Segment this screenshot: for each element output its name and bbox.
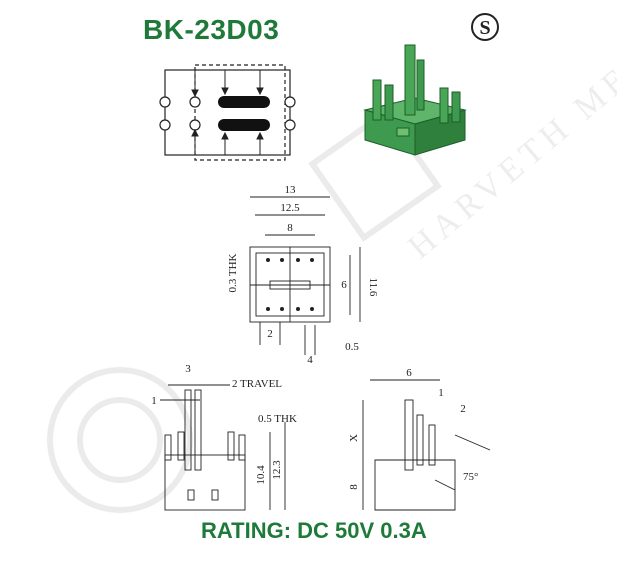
dim-thk: 0.5 THK bbox=[258, 413, 297, 425]
schematic-pin bbox=[159, 96, 171, 108]
dim-side-x: X bbox=[348, 434, 360, 442]
brand-logo-icon: S bbox=[471, 13, 499, 41]
schematic-pin bbox=[189, 96, 201, 108]
side-view-drawing: 6 1 2 X 8 75° bbox=[348, 367, 491, 511]
schematic-pin bbox=[284, 119, 296, 131]
dim-side-6: 6 bbox=[406, 367, 412, 379]
dim-width-12-5: 12.5 bbox=[280, 202, 300, 214]
front-view-drawing: 3 2 TRAVEL 1 0.5 THK 10.4 12.3 bbox=[151, 363, 297, 511]
dim-width-13: 13 bbox=[285, 185, 297, 196]
dim-side-1: 1 bbox=[438, 387, 444, 399]
schematic-contact-bar bbox=[218, 96, 270, 108]
schematic-pin bbox=[159, 119, 171, 131]
dim-pitch-2: 2 bbox=[267, 328, 273, 340]
product-title: BK-23D03 bbox=[143, 14, 280, 45]
dim-width-1: 1 bbox=[151, 395, 157, 407]
dim-offset-4: 4 bbox=[307, 354, 313, 365]
switch-schematic bbox=[159, 64, 296, 161]
dim-pitch-3: 3 bbox=[185, 363, 191, 375]
rating-text: RATING: DC 50V 0.3A bbox=[201, 518, 427, 543]
dim-side-8: 8 bbox=[348, 484, 360, 490]
dim-height-6: 6 bbox=[341, 279, 347, 291]
schematic-contact-bar bbox=[218, 119, 270, 131]
dim-side-angle: 75° bbox=[463, 471, 478, 483]
dim-thickness: 0.3 THK bbox=[227, 253, 239, 292]
dim-travel: 2 TRAVEL bbox=[232, 378, 282, 390]
dim-height-11-6: 11.6 bbox=[367, 278, 379, 297]
dim-height-10-4: 10.4 bbox=[255, 465, 267, 485]
dim-height-12-3: 12.3 bbox=[271, 460, 283, 480]
dim-gap-0-5: 0.5 bbox=[345, 341, 359, 353]
schematic-pin bbox=[189, 119, 201, 131]
dim-side-2: 2 bbox=[460, 403, 466, 415]
schematic-pin bbox=[284, 96, 296, 108]
dim-pin-span-8: 8 bbox=[287, 222, 293, 234]
switch-3d-render bbox=[363, 44, 467, 156]
top-view-drawing: 13 12.5 8 0.3 THK 6 11.6 2 0.5 4 bbox=[227, 185, 379, 365]
logo-letter: S bbox=[479, 17, 490, 39]
